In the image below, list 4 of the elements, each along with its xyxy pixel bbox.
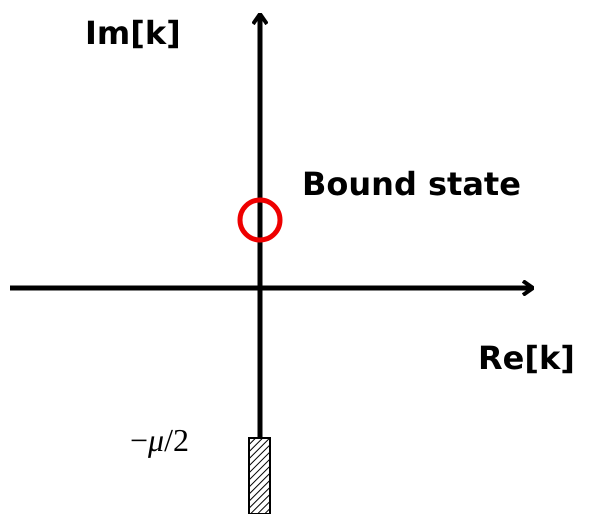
- axis-tick-label: −μ/2: [130, 424, 189, 456]
- annotation-label: Bound state: [302, 168, 521, 200]
- axis-label: Re[k]: [478, 342, 575, 374]
- axis-label: Im[k]: [85, 17, 181, 49]
